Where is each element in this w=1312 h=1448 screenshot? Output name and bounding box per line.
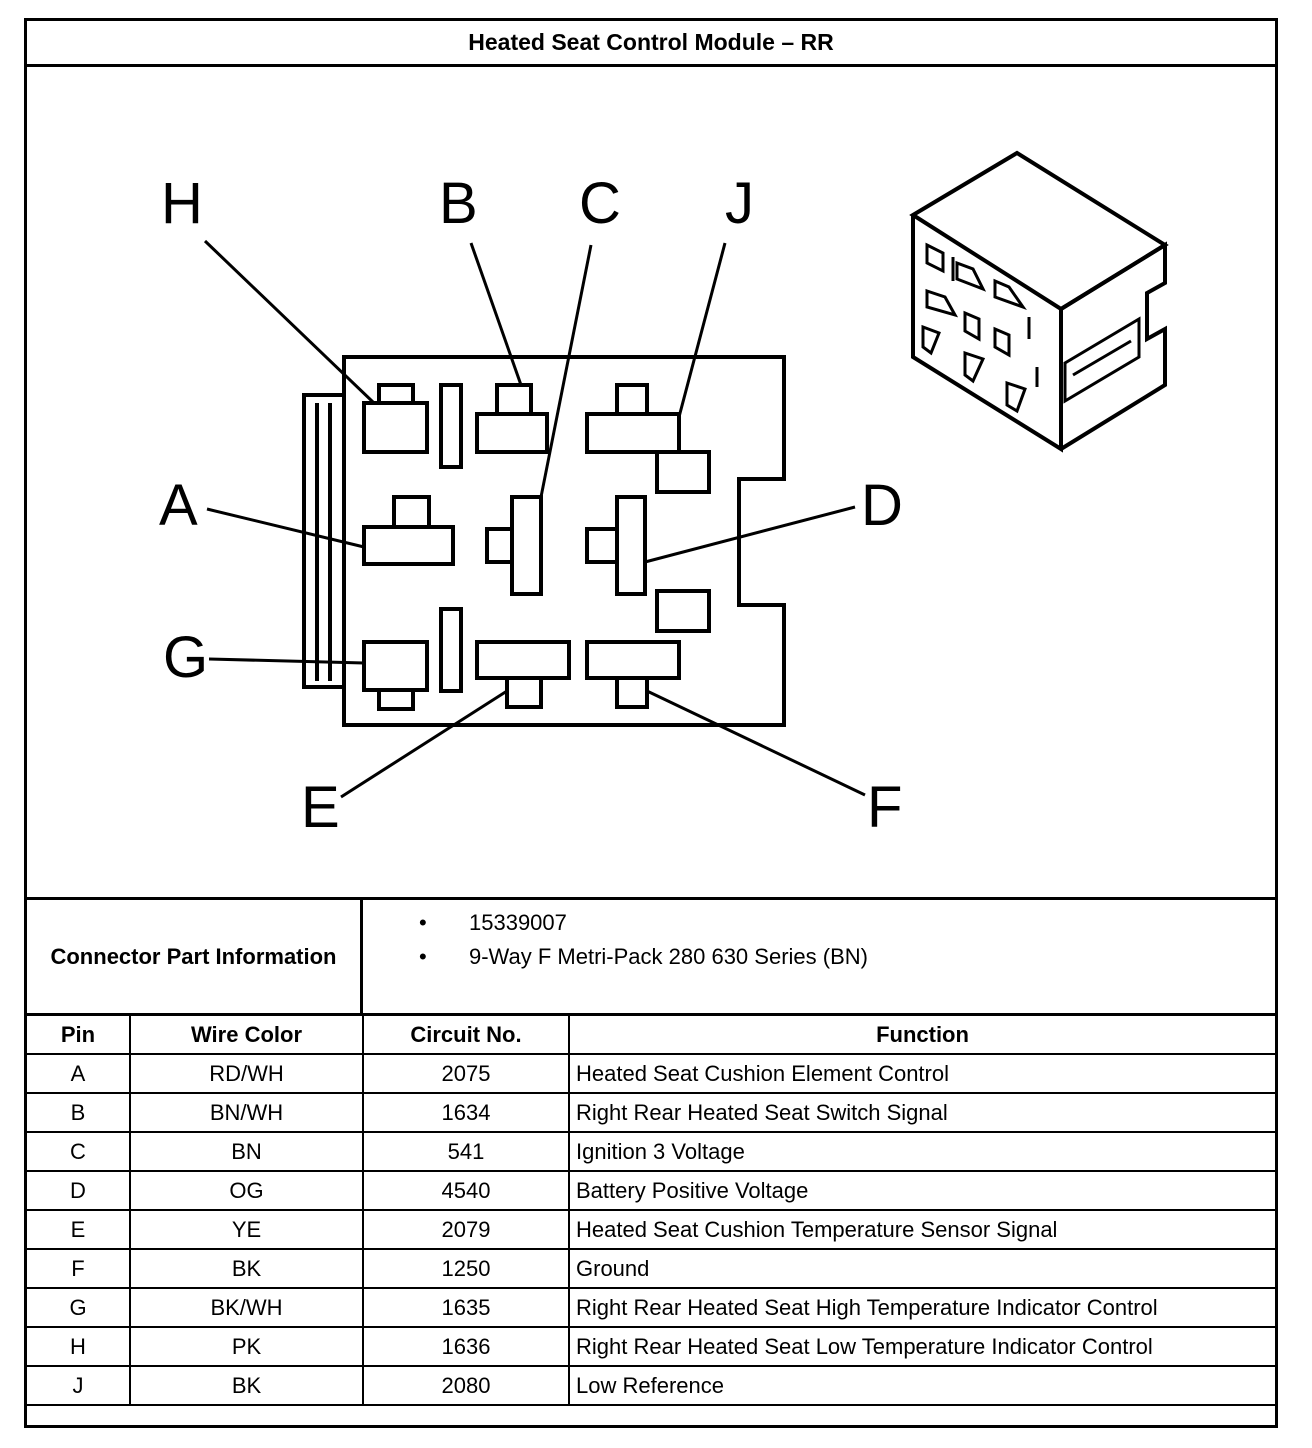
pin-cell: E <box>27 1209 131 1250</box>
wire-color-cell: YE <box>129 1209 364 1250</box>
column-header-wire-color: Wire Color <box>129 1016 364 1055</box>
leader-b <box>469 242 523 386</box>
keyway-top <box>439 383 463 469</box>
column-header-function: Function <box>568 1016 1275 1055</box>
pin-label-e: E <box>301 775 340 840</box>
pin-cell: A <box>27 1053 131 1094</box>
table-header-row: Pin Wire Color Circuit No. Function <box>27 1016 1275 1055</box>
circuit-no-cell: 4540 <box>362 1170 570 1211</box>
connector-face-view: H B C J A D G E F <box>159 150 1169 840</box>
leader-d <box>644 505 856 564</box>
function-cell: Heated Seat Cushion Element Control <box>568 1053 1275 1094</box>
leader-f <box>646 689 866 797</box>
wire-color-cell: BN <box>129 1131 364 1172</box>
connector-diagram: H B C J A D G E F <box>27 67 1275 897</box>
wire-color-cell: OG <box>129 1170 364 1211</box>
latch-bottom <box>655 589 711 633</box>
part-number: 15339007 <box>469 910 567 935</box>
pin-label-b: B <box>439 171 478 236</box>
wire-color-cell: RD/WH <box>129 1053 364 1094</box>
pin-label-a: A <box>159 473 198 538</box>
connector-info-label: Connector Part Information <box>27 900 363 1013</box>
cavity-c <box>485 495 543 596</box>
page-title: Heated Seat Control Module – RR <box>27 21 1275 67</box>
pin-label-f: F <box>867 775 902 840</box>
leader-c <box>539 244 593 498</box>
bullet-icon: • <box>419 910 427 935</box>
pin-label-g: G <box>163 625 208 690</box>
connector-sheet: Heated Seat Control Module – RR <box>24 18 1278 1428</box>
cavity-e <box>475 640 571 709</box>
list-item: • 15339007 <box>363 906 1275 940</box>
wire-color-cell: BK/WH <box>129 1287 364 1328</box>
connector-description: 9-Way F Metri-Pack 280 630 Series (BN) <box>469 944 868 969</box>
wire-color-cell: BK <box>129 1365 364 1406</box>
function-cell: Ignition 3 Voltage <box>568 1131 1275 1172</box>
pin-label-d: D <box>861 473 903 538</box>
cavity-h <box>362 383 429 454</box>
circuit-no-cell: 1250 <box>362 1248 570 1289</box>
circuit-no-cell: 541 <box>362 1131 570 1172</box>
pin-cell: F <box>27 1248 131 1289</box>
cavity-b <box>475 383 549 454</box>
circuit-no-cell: 1635 <box>362 1287 570 1328</box>
leader-j <box>677 242 727 418</box>
bullet-icon: • <box>419 944 427 969</box>
connector-part-information: Connector Part Information • 15339007 • … <box>27 897 1275 1016</box>
function-cell: Ground <box>568 1248 1275 1289</box>
function-cell: Right Rear Heated Seat Low Temperature I… <box>568 1326 1275 1367</box>
column-header-pin: Pin <box>27 1016 131 1055</box>
connector-iso-illustration <box>909 150 1169 453</box>
pin-cell: J <box>27 1365 131 1406</box>
pin-label-h: H <box>161 171 203 236</box>
keyway-bottom <box>439 607 463 693</box>
pin-cell: H <box>27 1326 131 1367</box>
cavity-d <box>585 495 647 596</box>
connector-info-list: • 15339007 • 9-Way F Metri-Pack 280 630 … <box>363 906 1275 974</box>
cavity-j <box>585 383 681 454</box>
latch-top <box>655 450 711 494</box>
circuit-no-cell: 2080 <box>362 1365 570 1406</box>
circuit-no-cell: 2079 <box>362 1209 570 1250</box>
cavity-f <box>585 640 681 709</box>
pin-cell: B <box>27 1092 131 1133</box>
wire-color-cell: BK <box>129 1248 364 1289</box>
wire-color-cell: BN/WH <box>129 1092 364 1133</box>
leader-g <box>208 657 365 665</box>
cavity-g <box>362 640 429 711</box>
circuit-no-cell: 1634 <box>362 1092 570 1133</box>
connector-body <box>342 355 786 727</box>
connector-side-rail <box>302 393 344 689</box>
leader-e <box>340 689 508 799</box>
pin-cell: C <box>27 1131 131 1172</box>
column-header-circuit-no: Circuit No. <box>362 1016 570 1055</box>
list-item: • 9-Way F Metri-Pack 280 630 Series (BN) <box>363 940 1275 974</box>
cavity-a <box>362 495 455 566</box>
leader-h <box>203 239 376 405</box>
function-cell: Battery Positive Voltage <box>568 1170 1275 1211</box>
function-cell: Right Rear Heated Seat Switch Signal <box>568 1092 1275 1133</box>
circuit-no-cell: 1636 <box>362 1326 570 1367</box>
function-cell: Low Reference <box>568 1365 1275 1406</box>
pin-cell: G <box>27 1287 131 1328</box>
function-cell: Right Rear Heated Seat High Temperature … <box>568 1287 1275 1328</box>
function-cell: Heated Seat Cushion Temperature Sensor S… <box>568 1209 1275 1250</box>
pin-label-j: J <box>725 171 754 236</box>
wire-color-cell: PK <box>129 1326 364 1367</box>
circuit-no-cell: 2075 <box>362 1053 570 1094</box>
leader-a <box>206 507 365 549</box>
pin-label-c: C <box>579 171 621 236</box>
pin-cell: D <box>27 1170 131 1211</box>
